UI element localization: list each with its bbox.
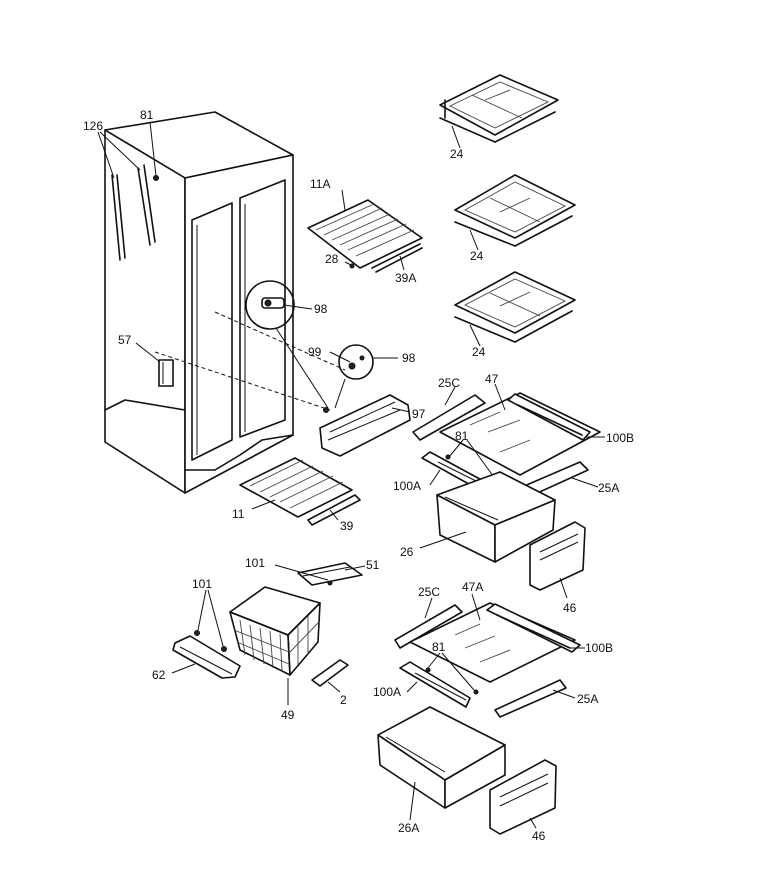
label-81-cabinet: 81 (140, 108, 154, 122)
label-11a: 11A (310, 177, 330, 191)
label-101-rail: 101 (192, 577, 212, 591)
label-25a-lower: 25A (577, 692, 598, 706)
label-126: 126 (83, 119, 103, 133)
rail-51 (274, 562, 366, 586)
leader-lines-shelves (451, 125, 481, 347)
label-98-top: 98 (314, 302, 328, 316)
label-81-upper: 81 (455, 429, 469, 443)
label-99: 99 (308, 345, 322, 359)
part-labels: 126 81 11A 28 39A 24 24 24 98 99 98 57 9… (83, 108, 634, 843)
label-47a: 47A (462, 580, 483, 594)
label-25a-upper: 25A (598, 481, 619, 495)
label-26a: 26A (398, 821, 419, 835)
label-97: 97 (412, 407, 426, 421)
label-51: 51 (366, 558, 380, 572)
drawer-front-46-upper (529, 521, 586, 599)
label-98-bottom: 98 (402, 351, 416, 365)
wire-shelf-11a (307, 189, 423, 273)
label-47: 47 (485, 372, 499, 386)
glass-shelf-2 (454, 174, 576, 247)
rail-2 (311, 659, 349, 693)
label-39a: 39A (395, 271, 416, 285)
label-101-basket: 101 (245, 556, 265, 570)
label-57: 57 (118, 333, 132, 347)
crisper-pan-26a (377, 706, 506, 821)
rail-62 (171, 589, 241, 679)
label-100b-upper: 100B (606, 431, 634, 445)
label-2: 2 (340, 693, 347, 707)
leader-lines-lower-crisper (406, 593, 585, 699)
label-100a-upper: 100A (393, 479, 421, 493)
cabinet (104, 111, 346, 494)
glass-shelf-1 (439, 74, 559, 143)
label-100b-lower: 100B (585, 641, 613, 655)
label-46-lower: 46 (532, 829, 546, 843)
crisper-pan-26 (419, 471, 556, 563)
label-25c-lower: 25C (418, 585, 440, 599)
label-81-lower: 81 (432, 640, 446, 654)
label-62: 62 (152, 668, 166, 682)
glass-shelf-3 (454, 271, 576, 343)
label-39: 39 (340, 519, 354, 533)
crisper-cover-lower (394, 602, 581, 718)
label-24-bottom: 24 (472, 345, 486, 359)
hinge-assembly (245, 280, 411, 457)
leader-lines-upper-crisper (429, 383, 605, 488)
label-24-middle: 24 (470, 249, 484, 263)
wire-shelf-11 (239, 457, 361, 526)
label-26: 26 (400, 545, 414, 559)
wire-basket-49 (229, 586, 321, 705)
label-46-upper: 46 (563, 601, 577, 615)
label-49: 49 (281, 708, 295, 722)
drawer-front-46-lower (489, 759, 557, 835)
label-25c-upper: 25C (438, 376, 460, 390)
label-28: 28 (325, 252, 339, 266)
leader-lines-cabinet (97, 121, 161, 363)
label-100a-lower: 100A (373, 685, 401, 699)
label-24-top: 24 (450, 147, 464, 161)
label-11: 11 (232, 507, 245, 521)
